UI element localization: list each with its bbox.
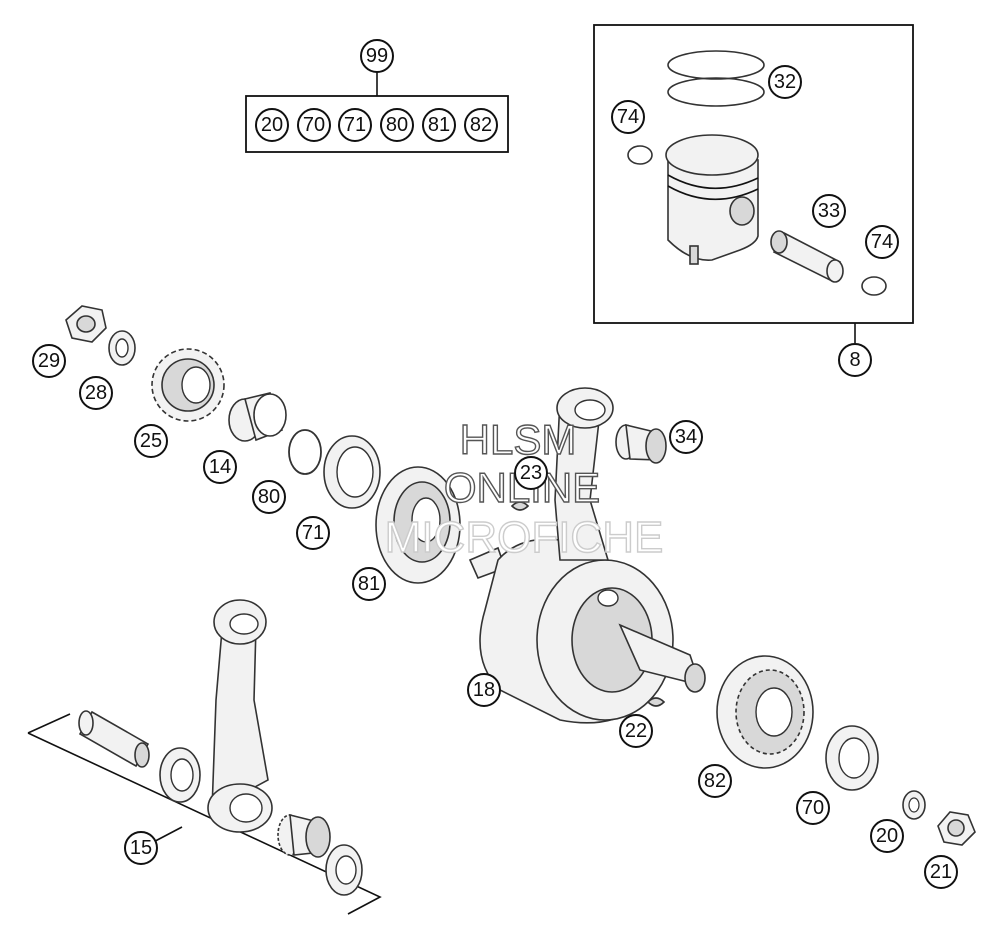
kit-callout-20[interactable]: 20 xyxy=(255,108,289,142)
callout-99-label: 99 xyxy=(366,45,388,67)
callout-34-label: 34 xyxy=(675,426,697,448)
piston-rings xyxy=(667,50,765,107)
o-ring-80 xyxy=(288,429,322,475)
kit-callout-label: 80 xyxy=(386,114,408,136)
kit-callout-label: 81 xyxy=(428,114,450,136)
callout-8-label: 8 xyxy=(849,349,860,371)
callout-80-label: 80 xyxy=(258,486,280,508)
callout-25-label: 25 xyxy=(140,430,162,452)
callout-20[interactable]: 20 xyxy=(870,819,904,853)
gear-25 xyxy=(151,348,225,422)
callout-21-label: 21 xyxy=(930,861,952,883)
bearing-82 xyxy=(716,655,814,769)
callout-8[interactable]: 8 xyxy=(838,343,872,377)
callout-32[interactable]: 32 xyxy=(768,65,802,99)
kit-callout-label: 20 xyxy=(261,114,283,136)
shaft-seal-70 xyxy=(825,725,879,791)
kit-99-box xyxy=(245,72,509,153)
callout-18-label: 18 xyxy=(473,679,495,701)
bearing-81 xyxy=(375,466,461,584)
callout-22-label: 22 xyxy=(625,720,647,742)
kit-callout-81[interactable]: 81 xyxy=(422,108,456,142)
callout-14[interactable]: 14 xyxy=(203,450,237,484)
shaft-seal-71 xyxy=(323,435,381,509)
kit-callout-80[interactable]: 80 xyxy=(380,108,414,142)
kit-callout-label: 71 xyxy=(344,114,366,136)
callout-74-left[interactable]: 74 xyxy=(611,100,645,134)
callout-34[interactable]: 34 xyxy=(669,420,703,454)
callout-28[interactable]: 28 xyxy=(79,376,113,410)
callout-74-label: 74 xyxy=(617,106,639,128)
kit-callout-82[interactable]: 82 xyxy=(464,108,498,142)
callout-82-label: 82 xyxy=(704,770,726,792)
callout-15[interactable]: 15 xyxy=(124,831,158,865)
callout-14-label: 14 xyxy=(209,456,231,478)
callout-25[interactable]: 25 xyxy=(134,424,168,458)
washer-20 xyxy=(902,790,926,820)
callout-20-label: 20 xyxy=(876,825,898,847)
callout-82[interactable]: 82 xyxy=(698,764,732,798)
watermark: HLSM ONLINE MICROFICHE xyxy=(384,415,664,562)
conrod-kit-15 xyxy=(27,599,382,915)
callout-74-label: 74 xyxy=(871,231,893,253)
washer-28 xyxy=(108,330,136,366)
watermark-line3: MICROFICHE xyxy=(385,513,664,562)
needle-bearing-34 xyxy=(615,423,667,464)
watermark-line1: HLSM xyxy=(460,416,577,463)
callout-74-right[interactable]: 74 xyxy=(865,225,899,259)
kit-callout-71[interactable]: 71 xyxy=(338,108,372,142)
callout-15-label: 15 xyxy=(130,837,152,859)
callout-33-label: 33 xyxy=(818,200,840,222)
hex-nut-29 xyxy=(65,305,107,343)
callout-33[interactable]: 33 xyxy=(812,194,846,228)
nut-21 xyxy=(937,811,976,846)
piston xyxy=(665,134,759,265)
callout-29-label: 29 xyxy=(38,350,60,372)
woodruff-key-22 xyxy=(646,697,666,707)
crankshaft-18 xyxy=(468,387,706,724)
sleeve-14 xyxy=(228,392,287,442)
kit-callout-label: 70 xyxy=(303,114,325,136)
woodruff-key-23 xyxy=(510,501,530,511)
callout-23-label: 23 xyxy=(520,462,542,484)
piston-pin xyxy=(770,230,844,283)
callout-22[interactable]: 22 xyxy=(619,714,653,748)
callout-32-label: 32 xyxy=(774,71,796,93)
callout-81-label: 81 xyxy=(358,573,380,595)
kit-callout-70[interactable]: 70 xyxy=(297,108,331,142)
callout-80[interactable]: 80 xyxy=(252,480,286,514)
callout-21[interactable]: 21 xyxy=(924,855,958,889)
callout-70-label: 70 xyxy=(802,797,824,819)
circlip-74-left xyxy=(627,145,653,165)
kit-callout-label: 82 xyxy=(470,114,492,136)
callout-28-label: 28 xyxy=(85,382,107,404)
callout-70[interactable]: 70 xyxy=(796,791,830,825)
circlip-74-right xyxy=(861,276,887,296)
callout-23[interactable]: 23 xyxy=(514,456,548,490)
callout-18[interactable]: 18 xyxy=(467,673,501,707)
callout-99[interactable]: 99 xyxy=(360,39,394,73)
callout-81[interactable]: 81 xyxy=(352,567,386,601)
callout-71[interactable]: 71 xyxy=(296,516,330,550)
callout-29[interactable]: 29 xyxy=(32,344,66,378)
callout-71-label: 71 xyxy=(302,522,324,544)
